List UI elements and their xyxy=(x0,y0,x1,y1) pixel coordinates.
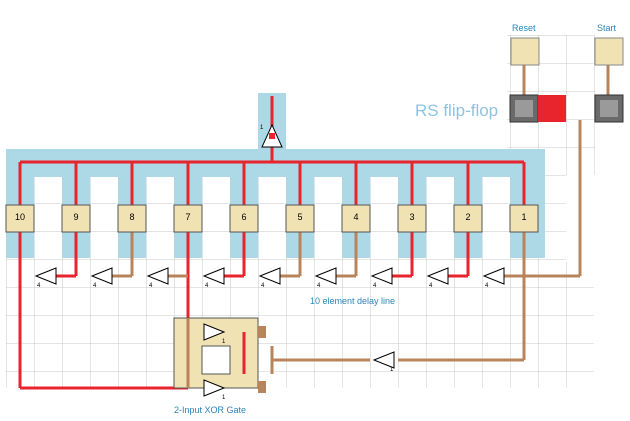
repeater-label: 10 xyxy=(14,212,25,222)
top-torch xyxy=(261,123,283,148)
delay-tick: 4 xyxy=(261,283,265,289)
delay-tick: 4 xyxy=(317,283,321,289)
reset-button[interactable] xyxy=(510,37,540,66)
repeater-label: 9 xyxy=(73,212,79,222)
delay-tick: 4 xyxy=(429,283,433,289)
xor-gate-label: 2-Input XOR Gate xyxy=(174,405,247,415)
xor-tick: 1 xyxy=(222,339,226,345)
repeater-label: 7 xyxy=(185,212,191,222)
flipflop-block xyxy=(538,95,566,122)
xor-tick: 1 xyxy=(222,395,226,401)
repeater-label: 6 xyxy=(241,212,247,222)
top-torch-tick: 1 xyxy=(260,125,264,131)
xor-input-torch xyxy=(372,351,395,369)
powered-wire-bus xyxy=(18,96,526,205)
delay-tick: 4 xyxy=(485,283,489,289)
start-button[interactable] xyxy=(594,37,624,66)
xor-gate xyxy=(173,317,266,397)
flipflop-title: RS flip-flop xyxy=(415,101,499,120)
repeater-row xyxy=(5,204,539,233)
xor-input-tick: 1 xyxy=(390,367,394,373)
delay-line-label: 10 element delay line xyxy=(310,296,396,306)
delay-torches xyxy=(34,267,505,285)
delay-tick: 4 xyxy=(205,283,209,289)
start-label: Start xyxy=(597,23,617,33)
repeater-label: 8 xyxy=(129,212,135,222)
reset-label: Reset xyxy=(512,23,536,33)
repeater-label: 4 xyxy=(353,212,359,222)
repeater-label: 5 xyxy=(297,212,303,222)
delay-tick: 4 xyxy=(93,283,97,289)
repeater-label: 1 xyxy=(521,212,527,222)
repeater-label: 2 xyxy=(465,212,471,222)
delay-tick: 4 xyxy=(373,283,377,289)
delay-tick: 4 xyxy=(37,283,41,289)
delay-grid xyxy=(6,262,594,388)
repeater-label: 3 xyxy=(409,212,415,222)
delay-tick: 4 xyxy=(149,283,153,289)
